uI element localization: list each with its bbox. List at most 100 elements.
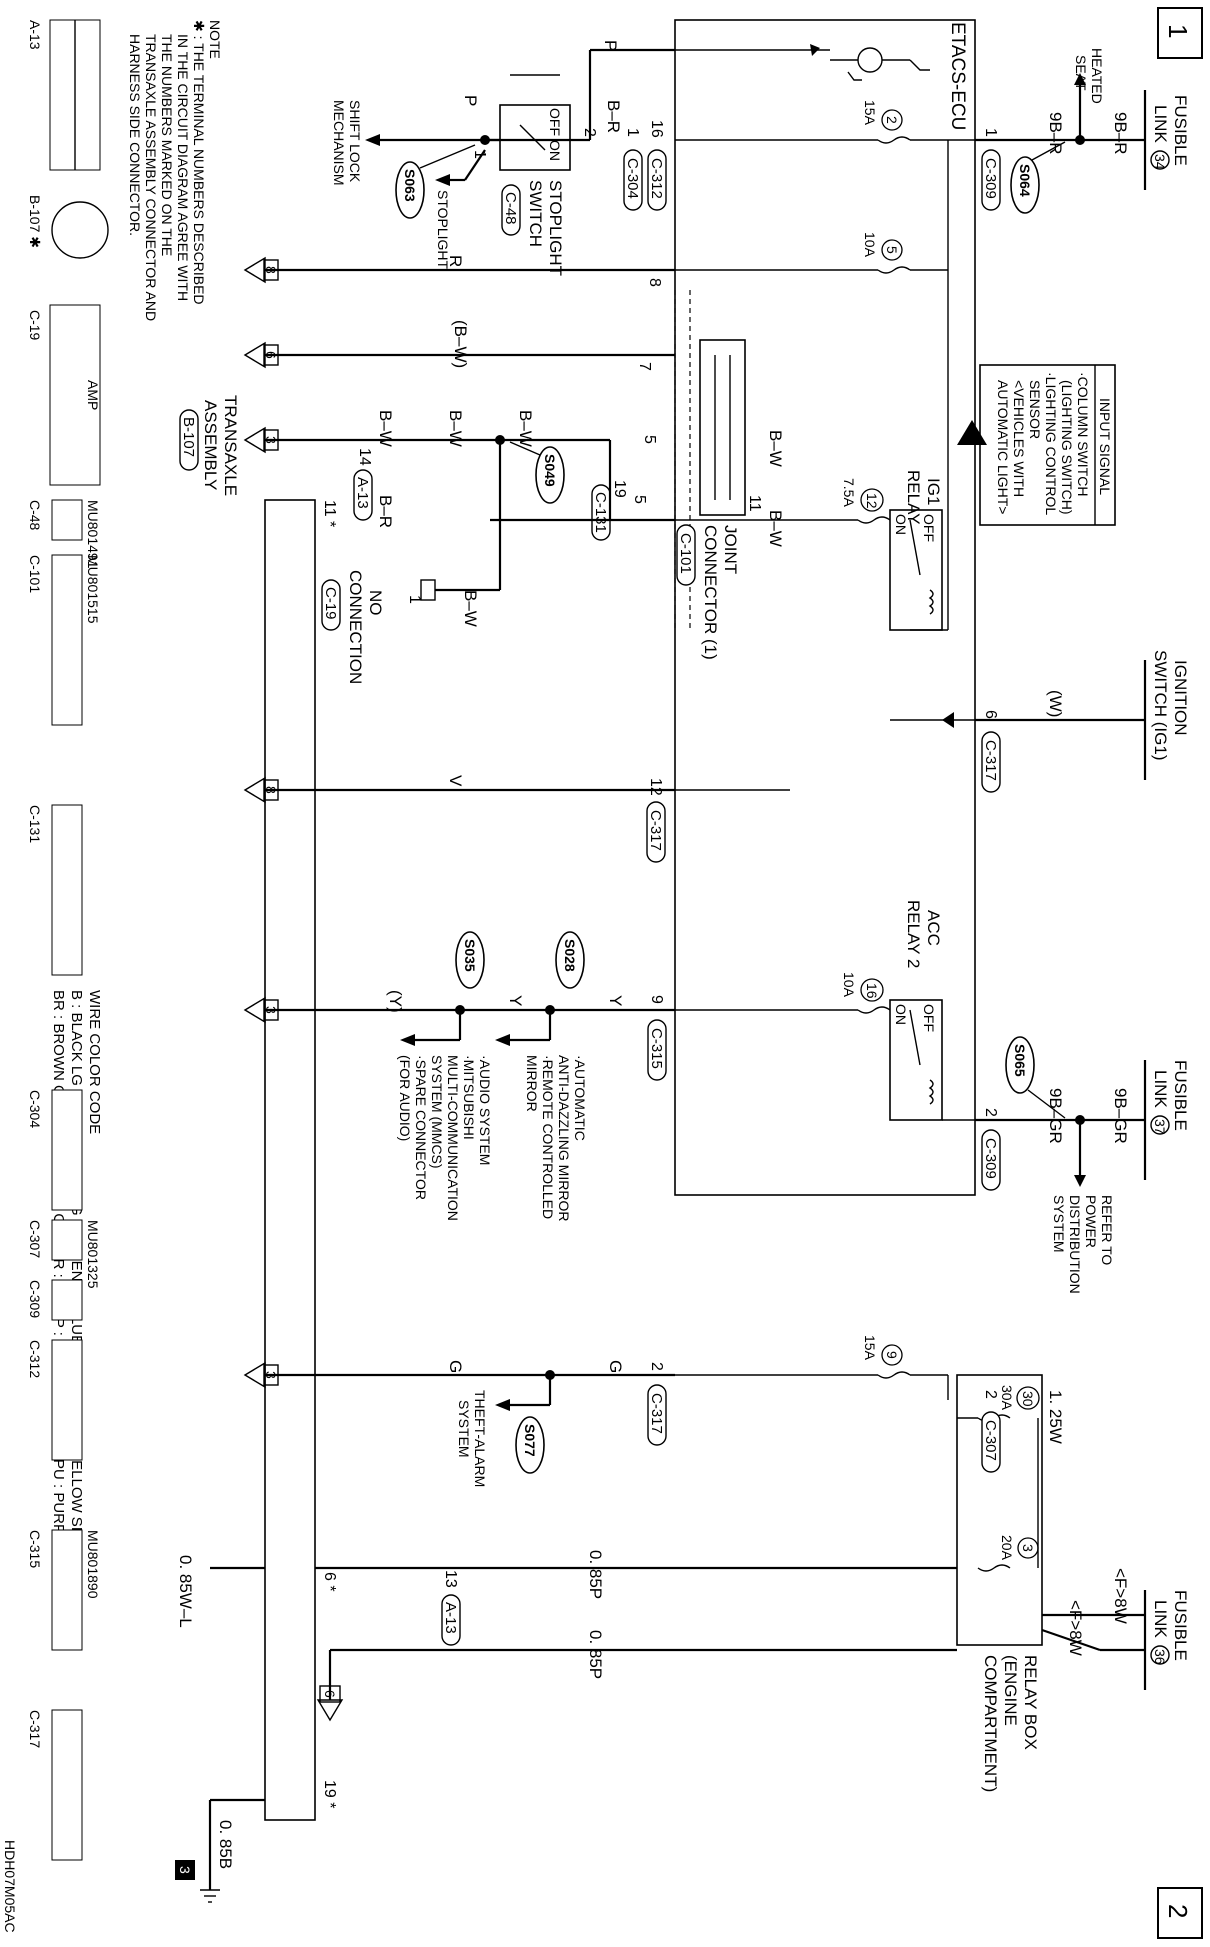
- wire-label-y-1: Y: [606, 995, 625, 1006]
- stoplight-switch-line2: SWITCH: [526, 180, 545, 247]
- legend-c101-grid: [51, 554, 83, 726]
- legend-c307-grid: [51, 1219, 83, 1261]
- page-ref-6-a-text: 6: [263, 351, 279, 359]
- fusible-link-36-line2: LINK: [1151, 1600, 1170, 1638]
- pin-19-star: 19 *: [321, 1780, 338, 1808]
- fuse-12-symbol: [857, 516, 891, 524]
- power-dist-line2: POWER: [1083, 1195, 1099, 1248]
- fuse-12: 12: [860, 488, 884, 512]
- ig1-relay-line1: IG1: [924, 478, 943, 505]
- page-marker-top: 1: [1157, 7, 1203, 59]
- legend-c101-mu: MU801515: [85, 555, 101, 624]
- fuse-2-amp: 15A: [862, 100, 878, 126]
- fusible-link-34-num: 34: [1152, 154, 1168, 170]
- tag-c315: C-315: [647, 1019, 667, 1081]
- stoplight-contact: [519, 124, 546, 151]
- tag-c309-a-text: C-309: [982, 158, 999, 199]
- pin-c309-2: 2: [982, 1108, 999, 1117]
- splice-s077: S077: [515, 1416, 545, 1474]
- mirror-line2: ANTI-DAZZLING MIRROR: [556, 1055, 572, 1221]
- wire-label-y-paren: (Y): [386, 990, 405, 1013]
- tag-a13-a: A-13: [353, 469, 373, 521]
- ground-ref-text: 3: [177, 1866, 193, 1874]
- wire-label-br-2: B–R: [376, 495, 395, 528]
- splice-s049: S049: [535, 446, 565, 504]
- note-block: NOTE ✱ : THE TERMINAL NUMBERS DESCRIBED …: [127, 20, 223, 321]
- legend-c48-mu: MU801491: [85, 500, 101, 569]
- wire-label-f8w-a: <F>8W: [1111, 1568, 1130, 1624]
- input-signal-box: INPUT SIGNAL ·COLUMN SWITCH (LIGHTING SW…: [979, 364, 1116, 526]
- color-code-title: WIRE COLOR CODE: [86, 990, 103, 1134]
- fuse-5: 5: [881, 239, 903, 261]
- pin-c317-6: 6: [982, 710, 999, 719]
- page-ref-8-a-text: 8: [263, 266, 279, 274]
- power-dist-line3: DISTRIBUTION: [1067, 1195, 1083, 1294]
- fusible-link-36-line1: FUSIBLE: [1171, 1590, 1190, 1661]
- fuse-2: 2: [881, 109, 903, 131]
- shift-lock-line1: SHIFT LOCK: [347, 100, 363, 183]
- legend-c304: C-304: [27, 1089, 83, 1211]
- wire-label-bw-5: B–W: [461, 590, 480, 627]
- legend-c19: C-19 AMP: [27, 304, 101, 486]
- legend-c317: C-317: [27, 1709, 83, 1861]
- legend-c315: C-315 MU801890: [27, 1529, 101, 1651]
- joint-connector-box: [699, 339, 746, 516]
- splice-s028: S028: [555, 931, 585, 989]
- tag-b107: B-107: [179, 409, 199, 471]
- legend-c307-label: C-307: [27, 1220, 43, 1258]
- power-dist-arrow-icon: [1074, 1175, 1086, 1187]
- wire-label-g-1: G: [606, 1360, 625, 1373]
- fusible-link-37: FUSIBLE LINK 37: [1150, 1060, 1190, 1135]
- splice-s028-label: S028: [562, 939, 578, 972]
- splice-s035-label: S035: [462, 939, 478, 972]
- input-signal-line3: ·LIGHTING CONTROL: [1043, 372, 1059, 515]
- wire-label-r: R: [446, 255, 465, 267]
- audio-line5: ·SPARE CONNECTOR: [413, 1055, 429, 1200]
- wire-label-br-1: B–R: [604, 100, 623, 133]
- stoplight-arrow-icon: [435, 174, 450, 186]
- note-line1: NOTE: [207, 20, 223, 59]
- fusible-link-34-badge: [1150, 150, 1170, 170]
- no-connection-line2: CONNECTION: [346, 570, 365, 684]
- legend-c309-grid: [51, 1279, 83, 1321]
- splice-s077-label: S077: [522, 1424, 538, 1457]
- mirror-line3: ·REMOTE CONTROLLED: [540, 1055, 556, 1219]
- tag-c317-c: C-317: [647, 1384, 667, 1446]
- wire-label-9br-a: 9B–R: [1111, 112, 1130, 155]
- feed-fl36-b2: [1041, 1628, 1101, 1652]
- shift-lock-line2: MECHANISM: [331, 100, 347, 186]
- wire-label-085wl: 0. 85W–L: [176, 1555, 195, 1628]
- fuse-3-num: 3: [1020, 1544, 1036, 1552]
- fuse-16-symbol: [857, 1006, 891, 1014]
- pin-c312-16: 16: [648, 120, 665, 138]
- transaxle-assembly-box: [264, 499, 316, 1821]
- page-ref-3-c-text: 6: [322, 1690, 338, 1698]
- legend-c101: C-101 MU801515: [27, 554, 101, 726]
- ig1-relay-coil: [928, 589, 934, 615]
- legend-c307-mu: MU801325: [85, 1220, 101, 1289]
- page-ref-8-b-text: 8: [263, 786, 279, 794]
- fuse-9-amp: 15A: [862, 1335, 878, 1361]
- pin-11-star: 11 *: [321, 500, 338, 527]
- legend-b107-circle: [51, 201, 109, 259]
- splice-s065-label: S065: [1012, 1044, 1028, 1077]
- stoplight-label: STOPLIGHT: [435, 190, 451, 270]
- splice-s064: S064: [1010, 156, 1040, 214]
- legend-c131-grid: [51, 804, 83, 976]
- input-signal-line4: SENSOR: [1027, 380, 1043, 439]
- tag-c315-text: C-315: [648, 1028, 665, 1069]
- fusible-link-37-badge: [1150, 1115, 1170, 1135]
- tag-c101: C-101: [676, 524, 696, 586]
- fusible-link-34: FUSIBLE LINK 34: [1150, 95, 1190, 170]
- ign-diode-icon: [942, 712, 954, 728]
- power-dist-label: REFER TO POWER DISTRIBUTION SYSTEM: [1051, 1195, 1115, 1294]
- stoplight-off: OFF: [547, 108, 563, 136]
- pin-19: 19: [611, 480, 628, 498]
- shift-lock-arrow-icon: [365, 134, 380, 146]
- fusible-link-37-line2: LINK: [1151, 1070, 1170, 1108]
- page-ref-8-b: 8: [243, 776, 279, 804]
- tag-c19-text: C-19: [322, 587, 339, 620]
- transaxle-line2: ASSEMBLY: [201, 400, 220, 490]
- pin-c19-1: 1: [406, 595, 423, 604]
- legend-c315-label: C-315: [27, 1530, 43, 1568]
